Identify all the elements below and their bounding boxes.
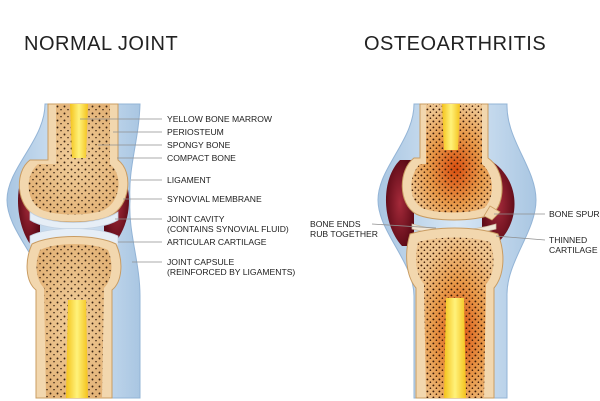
normal-joint-title: NORMAL JOINT — [24, 33, 179, 55]
oa-leader-lines — [371, 213, 546, 241]
label-ligament: LIGAMENT — [167, 175, 211, 185]
label-joint-capsule: JOINT CAPSULE (REINFORCED BY LIGAMENTS) — [167, 257, 295, 277]
label-bone-ends-rub-together: BONE ENDS RUB TOGETHER — [310, 219, 378, 239]
label-thinned-cartilage: THINNED CARTILAGE — [549, 235, 598, 255]
oa-upper-marrow — [442, 104, 460, 150]
normal-upper-marrow — [70, 104, 88, 158]
label-thinned-line2: CARTILAGE — [549, 245, 598, 255]
label-bone-ends-line2: RUB TOGETHER — [310, 229, 378, 239]
normal-leader-lines — [80, 118, 162, 263]
label-thinned-line1: THINNED — [549, 235, 588, 245]
label-joint-cavity-line1: JOINT CAVITY — [167, 214, 225, 224]
label-yellow-bone-marrow: YELLOW BONE MARROW — [167, 114, 273, 124]
osteoarthritis-title: OSTEOARTHRITIS — [364, 33, 547, 55]
oa-bone-spur — [483, 205, 501, 221]
label-joint-capsule-line1: JOINT CAPSULE — [167, 257, 235, 267]
label-synovial-membrane: SYNOVIAL MEMBRANE — [167, 194, 262, 204]
label-compact-bone: COMPACT BONE — [167, 153, 236, 163]
label-periosteum: PERIOSTEUM — [167, 127, 224, 137]
label-bone-ends-line1: BONE ENDS — [310, 219, 361, 229]
label-bone-spur: BONE SPUR — [549, 209, 600, 219]
label-joint-capsule-line2: (REINFORCED BY LIGAMENTS) — [167, 267, 296, 277]
normal-lower-marrow — [66, 300, 88, 398]
normal-joint-illustration — [6, 103, 141, 399]
label-joint-cavity: JOINT CAVITY (CONTAINS SYNOVIAL FLUID) — [167, 214, 289, 234]
label-spongy-bone: SPONGY BONE — [167, 140, 231, 150]
oa-lower-marrow — [444, 298, 466, 398]
label-articular-cartilage: ARTICULAR CARTILAGE — [167, 237, 267, 247]
osteoarthritis-illustration — [377, 103, 537, 399]
label-joint-cavity-line2: (CONTAINS SYNOVIAL FLUID) — [167, 224, 289, 234]
normal-upper-cartilage — [29, 211, 119, 230]
